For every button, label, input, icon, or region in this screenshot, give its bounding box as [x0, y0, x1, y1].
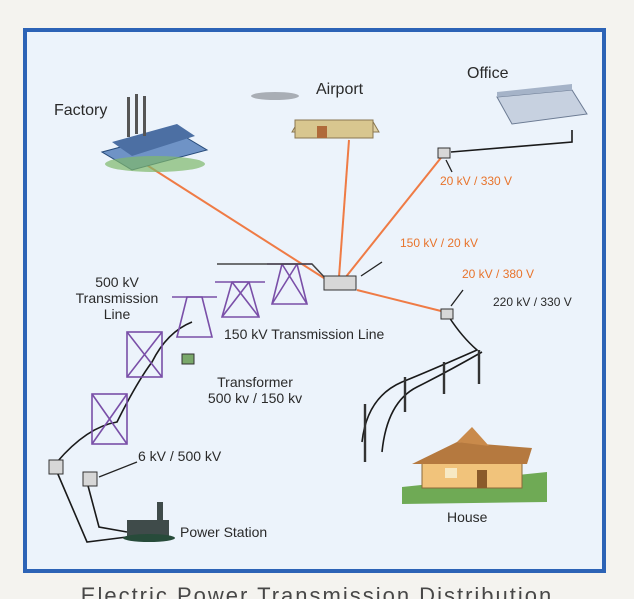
- arrow-station: [98, 461, 138, 478]
- label-transformer-2: 500 kv / 150 kv: [207, 390, 303, 407]
- factory-chimney-2: [135, 94, 138, 134]
- transformer-office: [437, 147, 451, 159]
- house-poles: [363, 350, 481, 462]
- label-500kv-line-3: Line: [103, 306, 131, 323]
- tower-150kv-2-x1: [231, 281, 260, 318]
- wires: [56, 130, 573, 543]
- tower-150kv-1-x2: [271, 263, 298, 305]
- distribution-lines: [141, 139, 446, 313]
- transformer-substation: [323, 275, 357, 291]
- arrow-house: [450, 289, 464, 307]
- power-station-icon: [123, 502, 175, 542]
- factory-icon: [100, 94, 209, 172]
- transformer-house: [440, 308, 454, 320]
- house-icon: [402, 427, 547, 504]
- transformer-station-1: [48, 459, 64, 475]
- airport-icon: [251, 92, 380, 139]
- power-station-stack: [157, 502, 163, 522]
- wire-tower-chain: [56, 321, 193, 463]
- tower-150kv-2: [220, 281, 261, 318]
- line-house-pole: [356, 289, 446, 313]
- label-500kv-line: 500 kV Transmission Line: [67, 274, 167, 322]
- label-airport: Airport: [316, 81, 364, 98]
- office-top: [497, 84, 572, 97]
- diagram-frame: Factory Airport Office 20 kV / 330 V 150…: [23, 28, 606, 573]
- transformer-500-150: [181, 353, 195, 365]
- factory-chimney-1: [127, 97, 130, 137]
- line-factory: [141, 161, 328, 281]
- line-office: [344, 153, 445, 279]
- house-window: [445, 468, 457, 478]
- arrow-office: [445, 159, 453, 173]
- wire-office: [450, 130, 573, 153]
- label-office-voltage: 20 kV / 330 V: [440, 174, 513, 188]
- label-transformer-1: Transformer: [217, 374, 293, 390]
- label-office: Office: [467, 65, 509, 82]
- wire-station-2: [86, 481, 128, 533]
- wire-house-drop-2: [381, 351, 483, 453]
- tower-150kv-1: [270, 263, 309, 305]
- house-door: [477, 470, 487, 488]
- office-building: [496, 89, 588, 125]
- house-gable: [457, 427, 489, 446]
- house-body: [421, 461, 523, 489]
- airport-door: [317, 126, 327, 138]
- tower-150kv-2-x2: [221, 281, 250, 318]
- transformers: [48, 147, 454, 487]
- factory-ground: [105, 156, 205, 172]
- tower-150kv-3: [175, 296, 214, 338]
- label-factory: Factory: [54, 102, 108, 119]
- caption-text: Electric Power Transmission Distribution: [80, 583, 554, 599]
- tower-150kv-wires: [217, 263, 328, 281]
- label-house: House: [447, 509, 488, 525]
- transformer-station-2: [82, 471, 98, 487]
- airplane: [251, 92, 299, 100]
- house-roof: [412, 442, 532, 464]
- tower-500kv-2-x2: [91, 393, 128, 445]
- wire-station-1: [56, 471, 128, 543]
- tower-500kv-1-x2: [126, 331, 163, 378]
- airport-building-front: [294, 119, 374, 139]
- caption: Electric Power Transmission Distribution: [0, 577, 634, 599]
- label-transformer: Transformer 500 kv / 150 kv: [195, 374, 315, 406]
- tower-500kv-1: [126, 331, 163, 378]
- label-house-pole-voltage: 20 kV / 380 V: [462, 267, 535, 281]
- tower-500kv-2: [91, 393, 128, 445]
- line-airport: [338, 139, 350, 278]
- label-house-voltage: 220 kV / 330 V: [493, 295, 572, 309]
- towers-500kv: [91, 331, 163, 445]
- label-500kv-line-1: 500 kV: [95, 274, 139, 290]
- power-station-body: [127, 520, 169, 538]
- power-distribution-diagram: [48, 84, 588, 543]
- towers-150kv: [172, 263, 328, 338]
- factory-chimney-3: [143, 96, 146, 136]
- arrow-substation: [360, 261, 383, 277]
- label-substation-voltage: 150 kV / 20 kV: [400, 236, 479, 250]
- power-station-base: [123, 534, 175, 542]
- office-icon: [496, 84, 588, 125]
- label-150kv-line: 150 kV Transmission Line: [224, 326, 385, 342]
- label-step-up-voltage: 6 kV / 500 kV: [138, 448, 222, 464]
- arrows: [98, 159, 464, 478]
- tower-150kv-1-x1: [281, 263, 308, 305]
- factory-roof: [112, 124, 195, 156]
- label-500kv-line-2: Transmission: [75, 290, 159, 307]
- label-power-station: Power Station: [180, 524, 268, 540]
- wire-house-drop: [361, 316, 479, 443]
